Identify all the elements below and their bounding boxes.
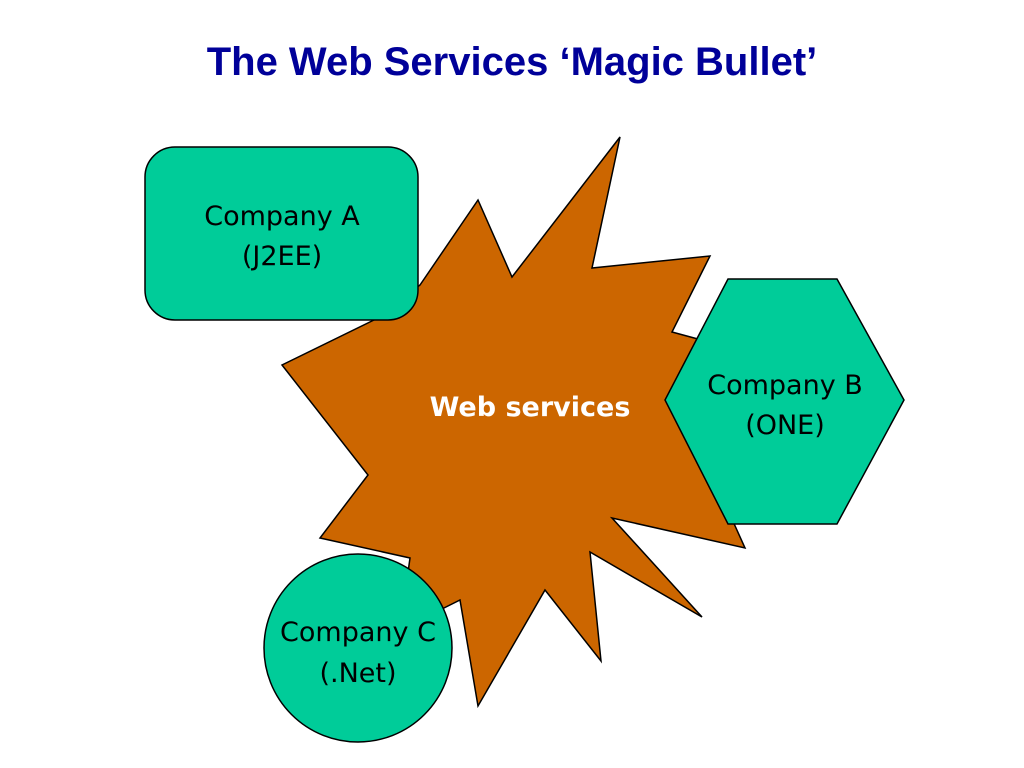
company-b-shape [664, 278, 905, 525]
company-b-sublabel: (ONE) [745, 410, 825, 441]
company-c-sublabel: (.Net) [319, 658, 396, 689]
slide-title: The Web Services ‘Magic Bullet’ [206, 40, 818, 84]
company-a-sublabel: (J2EE) [242, 241, 322, 272]
company-a-shape [144, 146, 419, 321]
web-services-label: Web services [430, 392, 631, 423]
company-a-label: Company A [204, 201, 360, 232]
company-c-shape [263, 553, 453, 743]
company-a-node: Company A (J2EE) [144, 146, 419, 321]
company-c-node: Company C (.Net) [263, 553, 453, 743]
company-c-label: Company C [280, 617, 436, 648]
company-b-label: Company B [707, 370, 863, 401]
company-b-node: Company B (ONE) [664, 278, 905, 525]
